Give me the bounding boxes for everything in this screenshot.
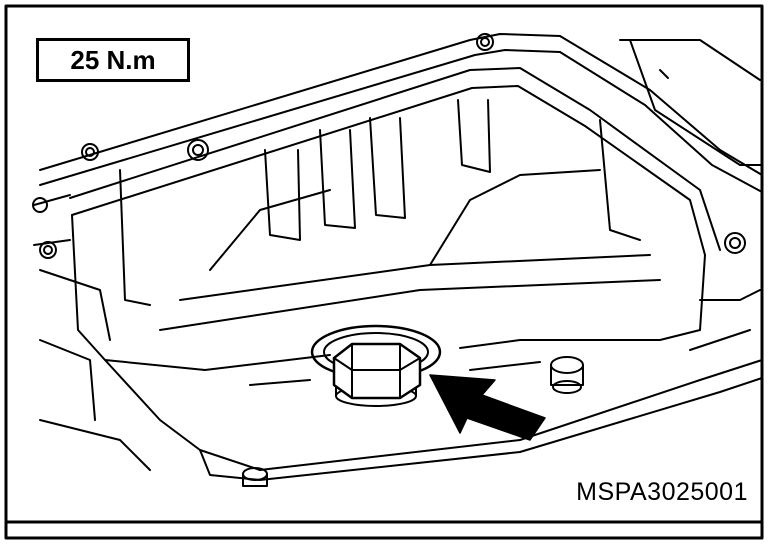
side-bolt [550,356,584,394]
lower-bolt [242,467,268,487]
drain-plug [310,324,442,407]
engine-block [33,33,763,246]
flange-bolts [32,33,746,259]
torque-spec-label: 25 N.m [36,38,190,82]
oil-pan [39,67,763,481]
outer-frame [4,4,764,540]
arrow-icon [429,374,546,441]
figure-code: MSPA3025001 [576,478,748,506]
